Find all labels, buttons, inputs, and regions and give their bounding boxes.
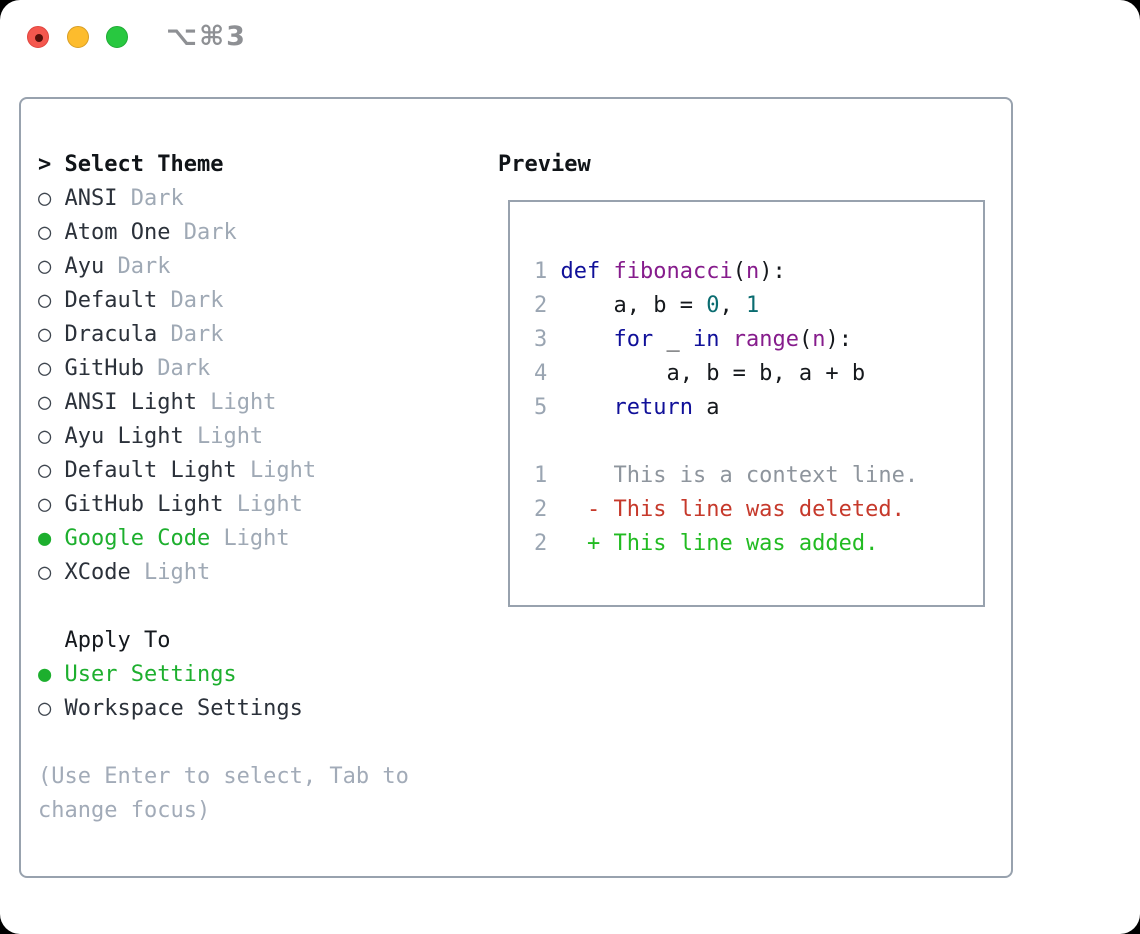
theme-variant: Light — [249, 458, 317, 483]
line-number: 3 — [534, 327, 561, 352]
code-preview: 1 def fibonacci(n): 2 a, b = 0, 1 3 for _ … — [534, 255, 918, 561]
radio-icon: ○ — [38, 220, 52, 245]
theme-name: ANSI — [51, 186, 131, 211]
theme-name: Atom One — [51, 220, 184, 245]
radio-icon: ○ — [38, 492, 52, 517]
theme-variant: Dark — [170, 322, 224, 347]
theme-item-default[interactable]: ○ Default Dark — [38, 284, 409, 318]
apply-option-user-settings[interactable]: ● User Settings — [38, 658, 409, 692]
theme-variant: Dark — [183, 220, 237, 245]
line-number: 5 — [534, 395, 561, 420]
select-theme-title: Select Theme — [64, 152, 224, 177]
line-number: 2 — [534, 497, 561, 522]
line-number: 4 — [534, 361, 561, 386]
radio-icon: ○ — [38, 186, 52, 211]
code-line: 1 def fibonacci(n): — [534, 259, 786, 284]
spacer — [38, 726, 409, 760]
selected-radio-icon: ● — [38, 526, 52, 551]
code-line: 2 a, b = 0, 1 — [534, 293, 760, 318]
theme-variant: Dark — [130, 186, 184, 211]
select-theme-header: > Select Theme — [38, 148, 409, 182]
line-number: 2 — [534, 531, 561, 556]
line-number: 1 — [534, 259, 561, 284]
apply-option-label: User Settings — [51, 662, 237, 687]
theme-name: Ayu Light — [51, 424, 197, 449]
diff-preview: 1 This is a context line. 2 - This line w… — [534, 459, 918, 561]
theme-name: Default — [51, 288, 171, 313]
theme-name: Google Code — [51, 526, 224, 551]
theme-item-github-light[interactable]: ○ GitHub Light Light — [38, 488, 409, 522]
close-button[interactable] — [27, 26, 49, 48]
theme-item-github[interactable]: ○ GitHub Dark — [38, 352, 409, 386]
code-lines: 1 def fibonacci(n): 2 a, b = 0, 1 3 for _ … — [534, 255, 918, 425]
theme-list: ○ ANSI Dark○ Atom One Dark○ Ayu Dark○ De… — [38, 182, 409, 590]
theme-variant: Light — [236, 492, 303, 517]
line-number: 2 — [534, 293, 561, 318]
radio-icon: ○ — [38, 560, 52, 585]
minimize-button[interactable] — [67, 26, 89, 48]
code-line: 4 a, b = b, a + b — [534, 361, 866, 386]
theme-variant: Dark — [157, 356, 211, 381]
theme-name: Ayu — [51, 254, 118, 279]
theme-variant: Light — [196, 424, 264, 449]
preview-box: 1 def fibonacci(n): 2 a, b = 0, 1 3 for _ … — [508, 200, 985, 607]
theme-item-google-code[interactable]: ● Google Code Light — [38, 522, 409, 556]
radio-icon: ○ — [38, 322, 52, 347]
theme-variant: Dark — [170, 288, 224, 313]
window-shortcut-label: ⌥⌘3 — [166, 21, 247, 52]
diff-line: 2 - This line was deleted. — [534, 497, 905, 522]
theme-item-ayu[interactable]: ○ Ayu Dark — [38, 250, 409, 284]
theme-variant: Dark — [117, 254, 171, 279]
theme-item-ansi[interactable]: ○ ANSI Dark — [38, 182, 409, 216]
apply-option-label: Workspace Settings — [51, 696, 303, 721]
diff-line: 1 This is a context line. — [534, 463, 919, 488]
theme-item-ansi-light[interactable]: ○ ANSI Light Light — [38, 386, 409, 420]
theme-name: GitHub Light — [51, 492, 237, 517]
theme-variant: Light — [210, 390, 277, 415]
theme-name: GitHub — [51, 356, 158, 381]
theme-item-default-light[interactable]: ○ Default Light Light — [38, 454, 409, 488]
maximize-button[interactable] — [106, 26, 128, 48]
theme-variant: Light — [223, 526, 290, 551]
theme-name: Dracula — [51, 322, 171, 347]
theme-name: XCode — [51, 560, 144, 585]
radio-icon: ○ — [38, 696, 52, 721]
theme-name: ANSI Light — [51, 390, 211, 415]
theme-name: Default Light — [51, 458, 250, 483]
spacer — [38, 590, 409, 624]
radio-icon: ○ — [38, 458, 52, 483]
radio-icon: ○ — [38, 254, 52, 279]
diff-line: 2 + This line was added. — [534, 531, 879, 556]
theme-item-ayu-light[interactable]: ○ Ayu Light Light — [38, 420, 409, 454]
code-line: 5 return a — [534, 395, 720, 420]
code-line: 3 for _ in range(n): — [534, 327, 852, 352]
apply-to-header: Apply To — [38, 624, 409, 658]
theme-item-xcode[interactable]: ○ XCode Light — [38, 556, 409, 590]
theme-item-atom-one[interactable]: ○ Atom One Dark — [38, 216, 409, 250]
preview-title: Preview — [498, 152, 591, 177]
selected-radio-icon: ● — [38, 662, 52, 687]
hint-line: change focus) — [38, 798, 211, 823]
radio-icon: ○ — [38, 390, 52, 415]
theme-variant: Light — [143, 560, 211, 585]
spacer — [534, 425, 918, 459]
theme-panel: > Select Theme ○ ANSI Dark○ Atom One Dar… — [38, 148, 409, 828]
apply-to-title: Apply To — [64, 628, 171, 653]
apply-option-workspace-settings[interactable]: ○ Workspace Settings — [38, 692, 409, 726]
apply-to-list: ● User Settings○ Workspace Settings — [38, 658, 409, 726]
hint-line: (Use Enter to select, Tab to — [38, 764, 409, 789]
radio-icon: ○ — [38, 356, 52, 381]
main-frame: > Select Theme ○ ANSI Dark○ Atom One Dar… — [19, 97, 1013, 878]
hint-text: (Use Enter to select, Tab to change focus… — [38, 760, 409, 828]
cursor-arrow-icon: > — [38, 152, 52, 177]
close-dot-icon — [35, 34, 43, 42]
radio-icon: ○ — [38, 424, 52, 449]
radio-icon: ○ — [38, 288, 52, 313]
preview-header: Preview — [498, 148, 591, 182]
line-number: 1 — [534, 463, 561, 488]
theme-item-dracula[interactable]: ○ Dracula Dark — [38, 318, 409, 352]
